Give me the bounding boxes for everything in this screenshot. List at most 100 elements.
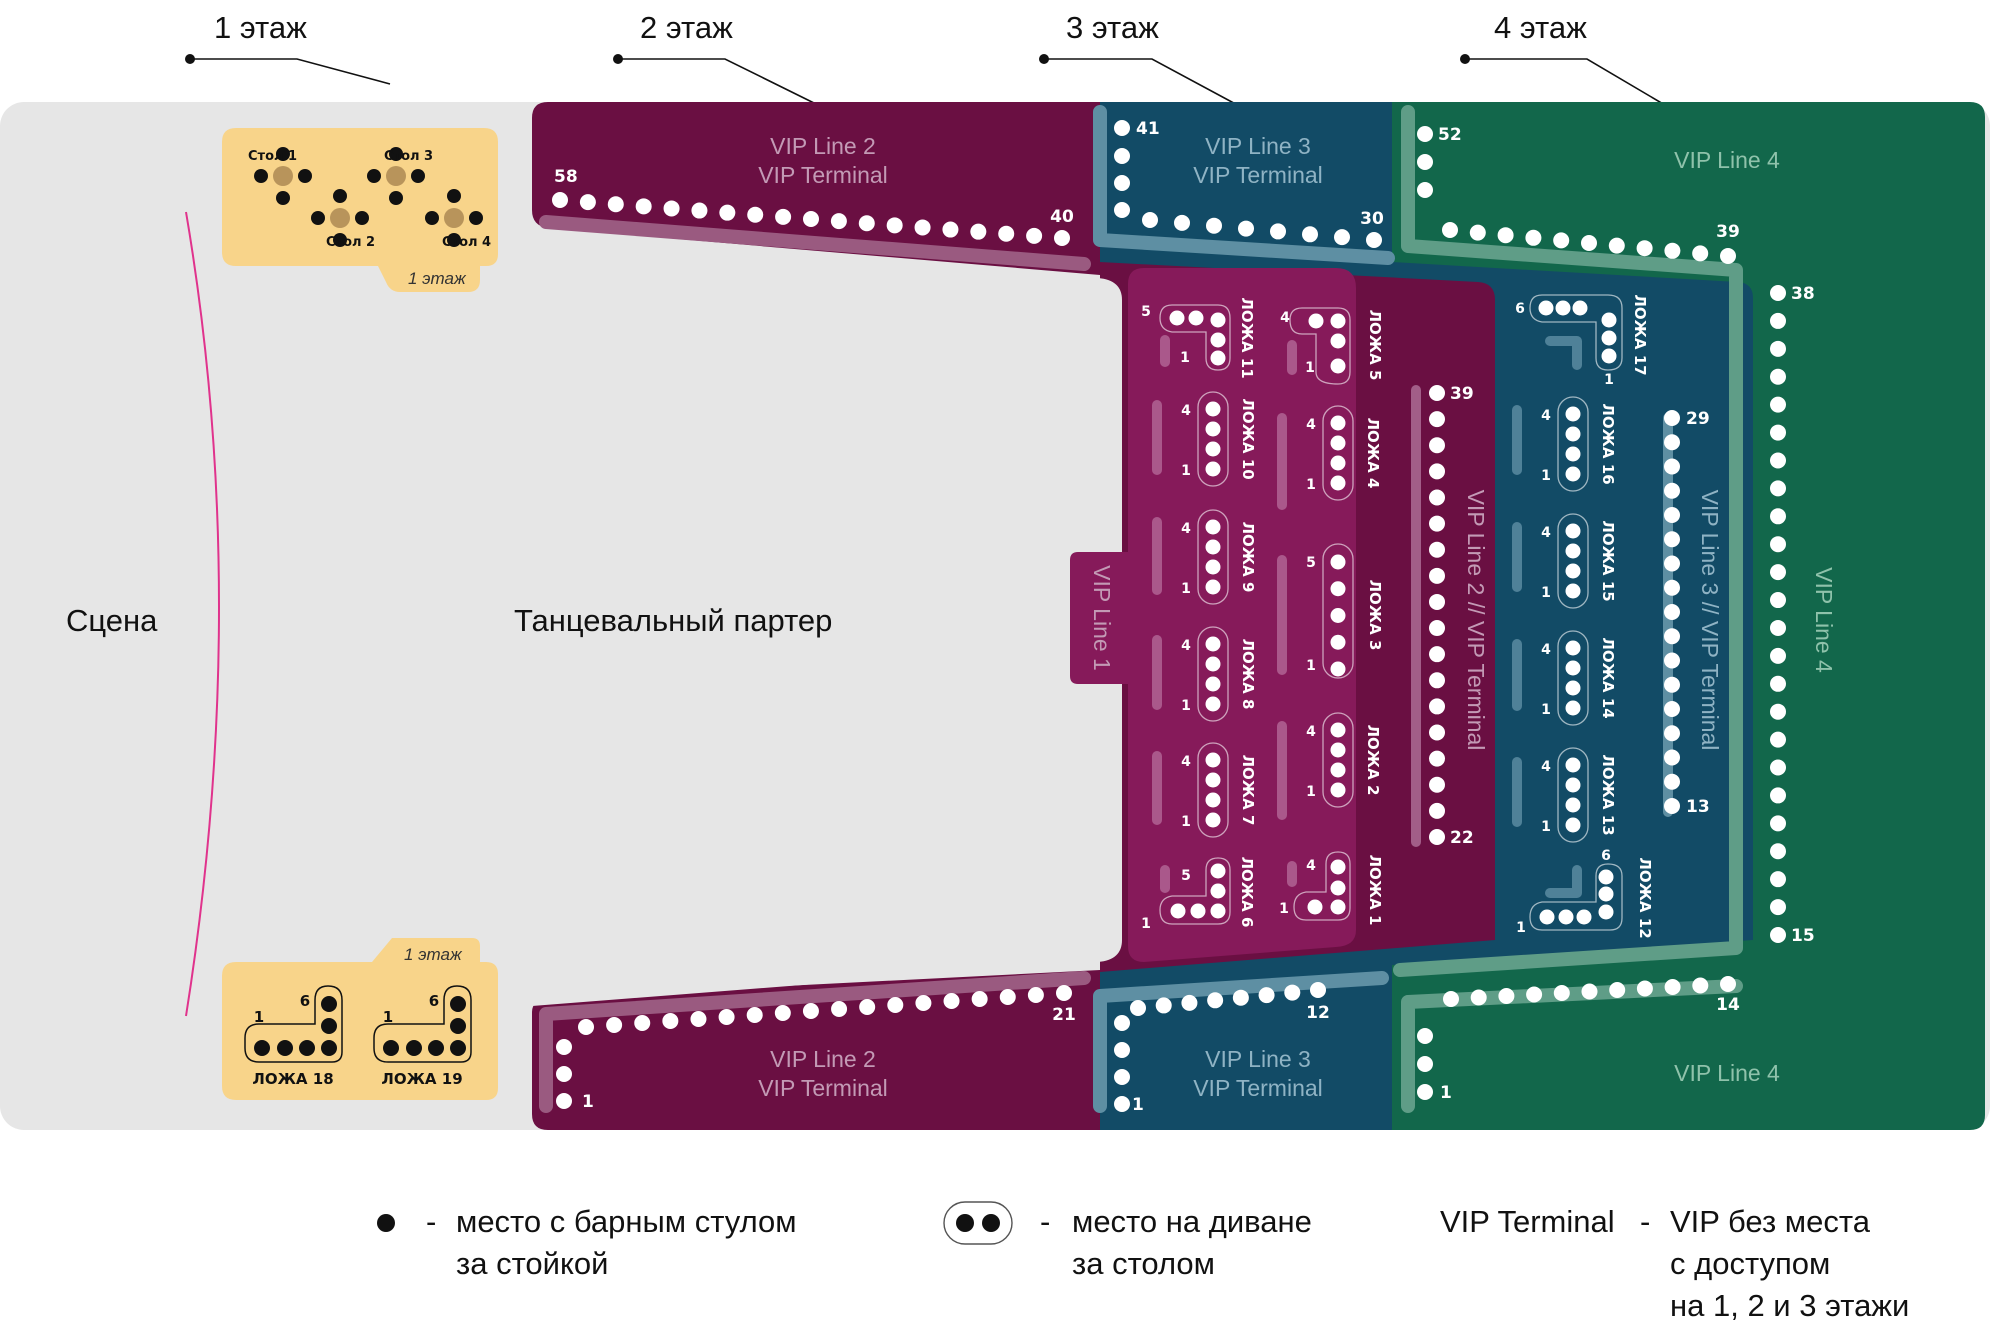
seat[interactable]	[802, 1003, 819, 1019]
seat[interactable]	[1188, 310, 1204, 326]
seat[interactable]	[1210, 312, 1226, 328]
seat[interactable]	[1770, 815, 1786, 832]
seat[interactable]	[1770, 927, 1786, 943]
seat[interactable]	[1664, 434, 1680, 451]
seat[interactable]	[1205, 579, 1221, 595]
seat[interactable]	[321, 996, 337, 1012]
seat[interactable]	[1770, 536, 1786, 553]
seat[interactable]	[1114, 120, 1130, 136]
seat[interactable]	[1770, 787, 1786, 804]
seat[interactable]	[321, 1040, 337, 1056]
seat[interactable]	[1598, 886, 1614, 902]
seat[interactable]	[1664, 628, 1680, 645]
seat[interactable]	[1330, 899, 1346, 915]
seat[interactable]	[579, 194, 596, 211]
seat[interactable]	[1429, 829, 1445, 845]
seat[interactable]	[1664, 798, 1680, 814]
seat[interactable]	[1601, 348, 1617, 364]
seat[interactable]	[607, 196, 624, 213]
seat[interactable]	[552, 192, 568, 208]
seat[interactable]	[1114, 1015, 1130, 1031]
seat[interactable]	[1565, 563, 1581, 579]
seat[interactable]	[428, 1040, 444, 1056]
seat[interactable]	[1429, 463, 1445, 480]
seat[interactable]	[355, 211, 369, 225]
seat[interactable]	[1429, 802, 1445, 819]
seat[interactable]	[1664, 749, 1680, 766]
seat[interactable]	[1565, 757, 1581, 773]
seat[interactable]	[1205, 772, 1221, 788]
seat[interactable]	[1155, 997, 1172, 1014]
seat[interactable]	[469, 211, 483, 225]
seat[interactable]	[1417, 1028, 1433, 1044]
seat[interactable]	[1429, 776, 1445, 793]
seat[interactable]	[311, 211, 325, 225]
seat[interactable]	[1601, 312, 1617, 328]
seat[interactable]	[1609, 982, 1626, 998]
seat[interactable]	[1330, 782, 1346, 798]
seat[interactable]	[971, 991, 988, 1007]
seat[interactable]	[1770, 340, 1786, 357]
seat[interactable]	[1565, 660, 1581, 676]
seat[interactable]	[1270, 223, 1286, 240]
seat[interactable]	[389, 147, 403, 161]
seat[interactable]	[1664, 482, 1680, 499]
seat[interactable]	[1210, 350, 1226, 366]
seat[interactable]	[1443, 991, 1459, 1007]
seat[interactable]	[690, 1011, 707, 1027]
seat[interactable]	[1114, 1069, 1130, 1085]
seat[interactable]	[1498, 988, 1515, 1004]
seat[interactable]	[1205, 676, 1221, 692]
seat[interactable]	[1026, 227, 1043, 244]
seat[interactable]	[1497, 227, 1514, 244]
seat[interactable]	[1581, 983, 1598, 1000]
seat[interactable]	[1565, 700, 1581, 716]
seat[interactable]	[1210, 863, 1226, 879]
seat[interactable]	[1770, 592, 1786, 609]
seat[interactable]	[1664, 579, 1680, 596]
seat[interactable]	[1330, 661, 1346, 677]
seat[interactable]	[1565, 426, 1581, 442]
seat[interactable]	[321, 1018, 337, 1034]
seat[interactable]	[1565, 583, 1581, 599]
seat[interactable]	[775, 208, 792, 225]
seat[interactable]	[1770, 871, 1786, 888]
seat[interactable]	[1429, 385, 1445, 401]
seat[interactable]	[1770, 368, 1786, 385]
seat[interactable]	[1664, 604, 1680, 620]
seat[interactable]	[1770, 647, 1786, 664]
seat[interactable]	[1205, 401, 1221, 417]
seat[interactable]	[1565, 406, 1581, 422]
seat[interactable]	[747, 206, 764, 223]
seat[interactable]	[1770, 731, 1786, 748]
seat[interactable]	[254, 169, 268, 183]
seat[interactable]	[1770, 480, 1786, 497]
seat[interactable]	[447, 233, 461, 247]
seat[interactable]	[1469, 224, 1486, 241]
seat[interactable]	[1770, 675, 1786, 692]
seat[interactable]	[1572, 300, 1588, 316]
seat[interactable]	[411, 169, 425, 183]
seat[interactable]	[1429, 724, 1445, 741]
seat[interactable]	[1553, 232, 1570, 249]
seat[interactable]	[662, 1013, 679, 1029]
seat[interactable]	[1417, 126, 1433, 142]
seat[interactable]	[1330, 455, 1346, 471]
seat[interactable]	[1720, 976, 1736, 992]
seat[interactable]	[1181, 994, 1198, 1011]
seat[interactable]	[1330, 475, 1346, 491]
seat[interactable]	[1664, 676, 1680, 693]
seat[interactable]	[1429, 593, 1445, 610]
seat[interactable]	[1770, 452, 1786, 469]
seat[interactable]	[1429, 541, 1445, 558]
seat[interactable]	[1692, 977, 1709, 994]
seat[interactable]	[1538, 300, 1554, 316]
seat[interactable]	[1310, 982, 1326, 998]
seat[interactable]	[1302, 226, 1318, 243]
seat[interactable]	[1664, 701, 1680, 717]
seat[interactable]	[1210, 903, 1226, 919]
seat[interactable]	[556, 1093, 572, 1109]
seat[interactable]	[1330, 313, 1346, 329]
seat[interactable]	[1664, 458, 1680, 475]
seat[interactable]	[1330, 435, 1346, 451]
